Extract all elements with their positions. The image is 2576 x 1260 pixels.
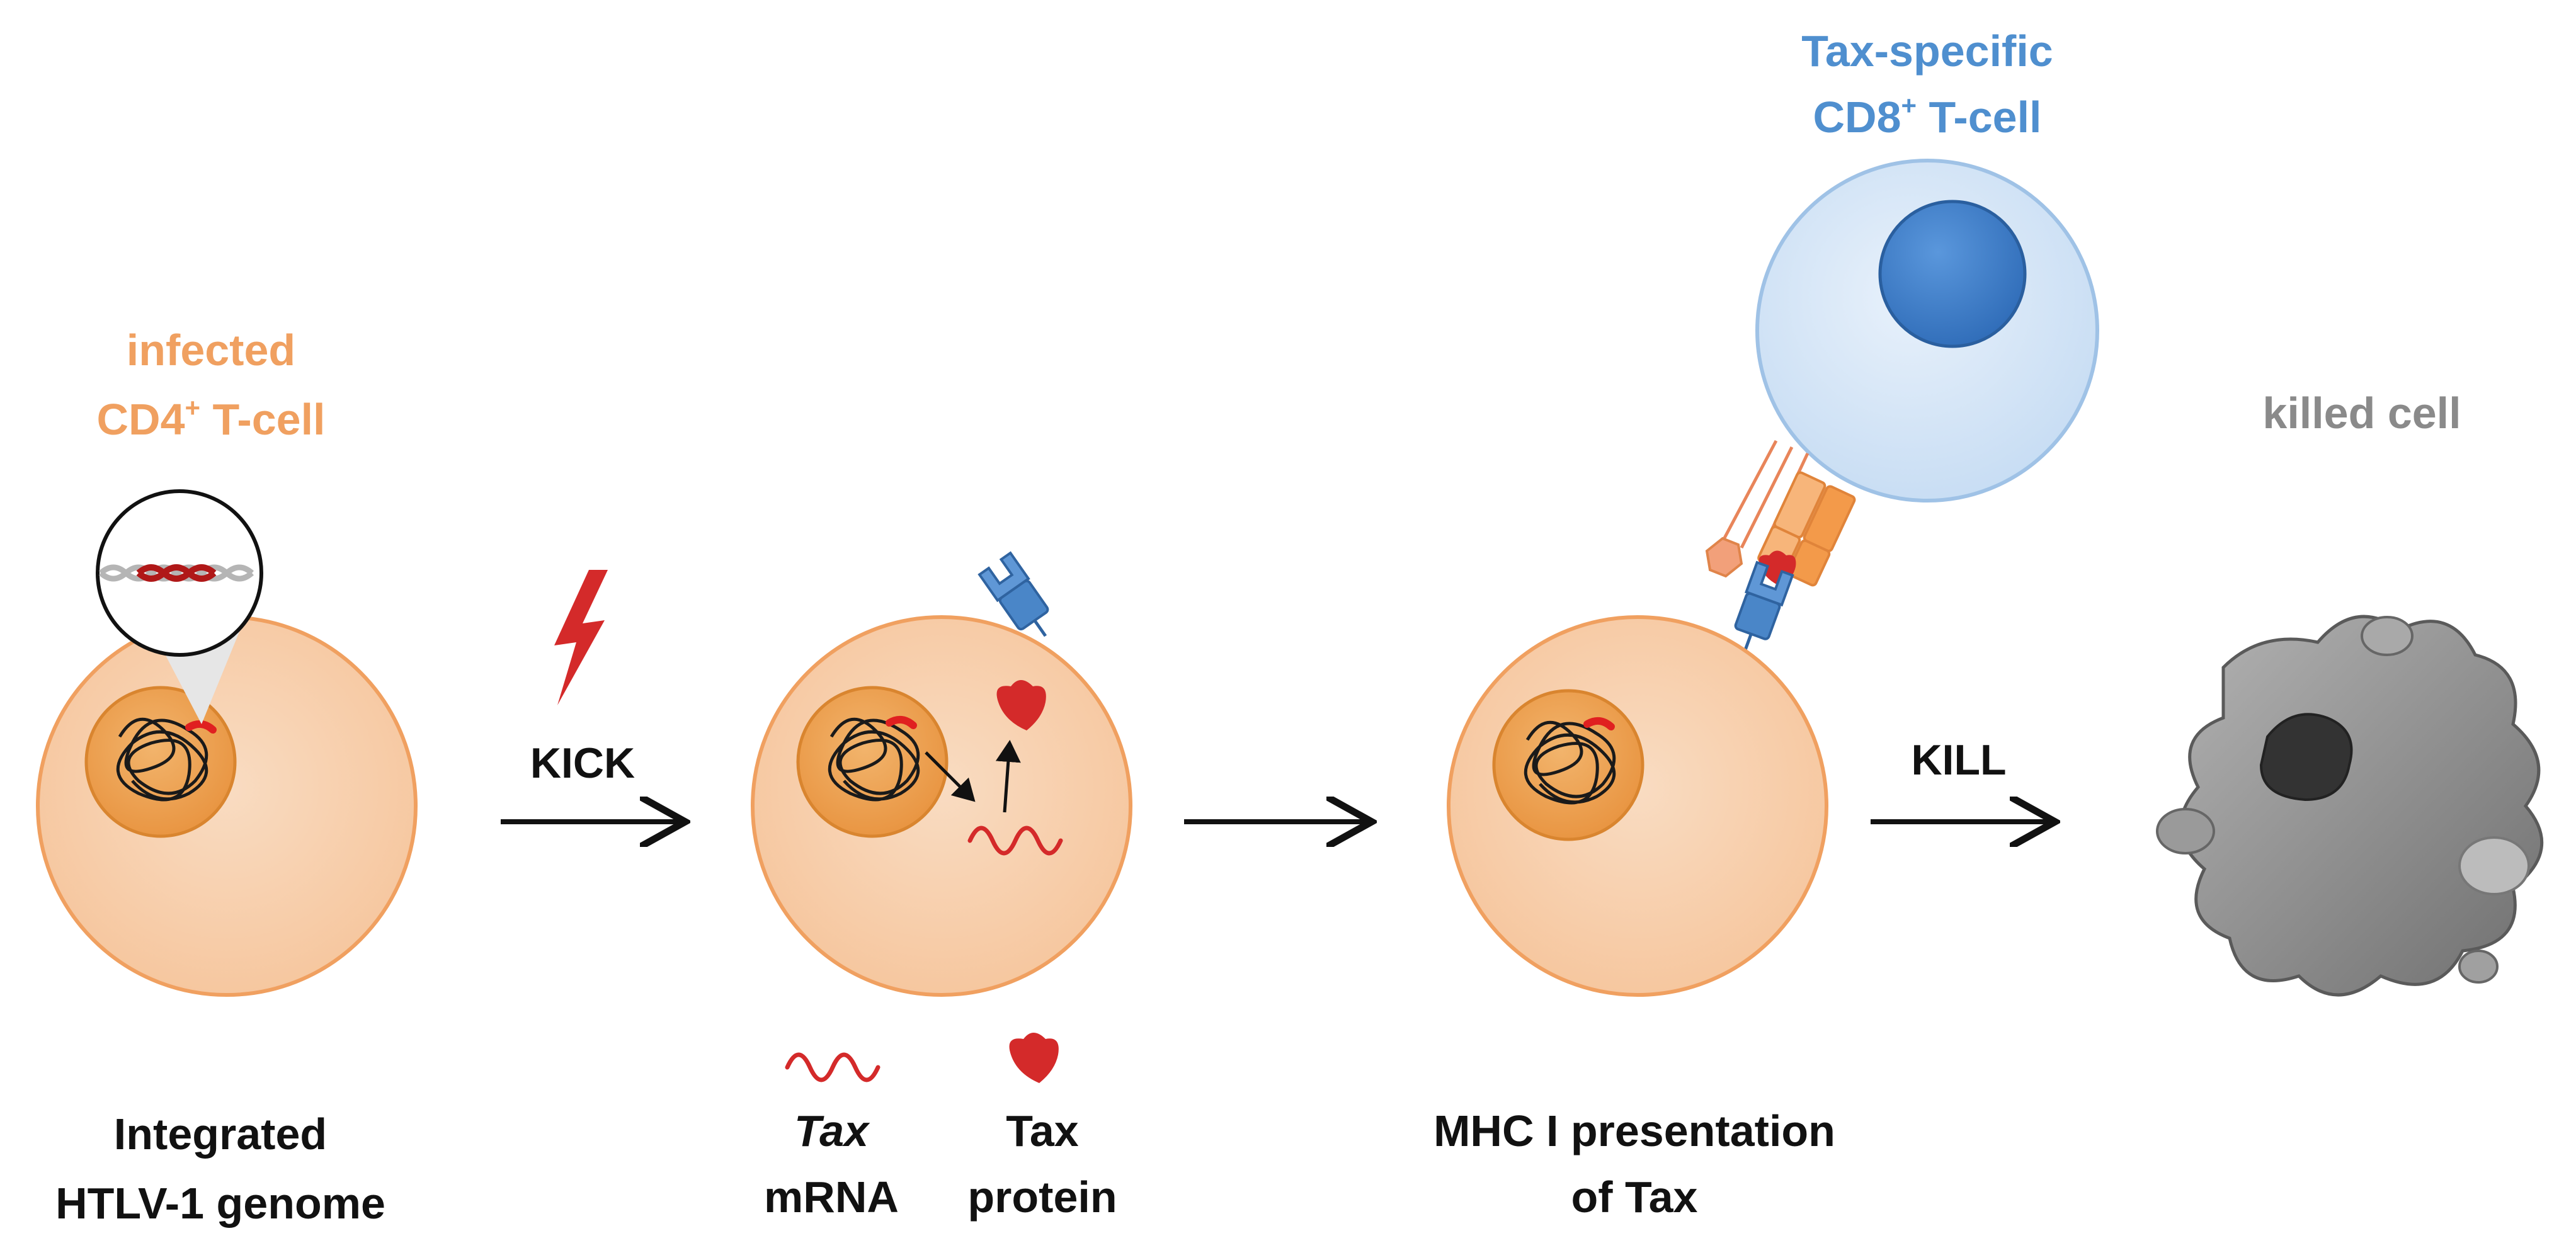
presentation-cell-group: Tax-specific CD8+ T-cell xyxy=(1433,26,2099,1222)
transcription-arrow xyxy=(925,751,976,802)
chromatin-icon xyxy=(116,717,208,802)
tax-mrna-label-line2: mRNA xyxy=(764,1172,899,1222)
cd4-nucleus xyxy=(84,686,237,838)
infected-cell-group: infected CD4+ T-cell Integrated HTLV-1 g… xyxy=(36,326,418,1228)
apoptotic-body-2 xyxy=(2361,616,2414,656)
mhc-receptor-icon-2 xyxy=(1734,560,1794,652)
integrated-label-line1: Integrated xyxy=(114,1110,327,1159)
mhc-label-line1: MHC I presentation xyxy=(1433,1106,1835,1155)
provirus-mark-icon-2 xyxy=(886,715,917,729)
chromatin-icon-3 xyxy=(1524,720,1616,805)
killed-cell-label: killed cell xyxy=(2262,389,2461,438)
condensed-nucleus xyxy=(2259,713,2353,802)
infected-label-line1: infected xyxy=(127,326,295,375)
tax-mrna-label-line1: Tax xyxy=(794,1106,870,1155)
kill-step: KILL xyxy=(1871,736,2050,822)
tax-protein-icon xyxy=(996,680,1046,730)
tax-protein-label-line2: protein xyxy=(967,1172,1117,1222)
provirus-mark-icon-3 xyxy=(1583,717,1615,730)
kick-label: KICK xyxy=(530,739,635,787)
kick-step: KICK xyxy=(501,570,680,822)
cd8-coreceptor-icon xyxy=(1705,536,1743,578)
cd8-nucleus xyxy=(1878,200,2027,348)
mrna-wave-icon xyxy=(967,826,1063,856)
provirus-mark-icon xyxy=(185,720,217,734)
kill-label: KILL xyxy=(1911,736,2006,784)
cd4-cell-body-2 xyxy=(751,615,1132,997)
cd4-cell-body xyxy=(36,615,418,997)
infected-label-line2: CD4+ T-cell xyxy=(97,393,326,444)
mhc-receptor-icon xyxy=(977,551,1049,637)
apoptotic-cell-body xyxy=(2179,615,2544,997)
tax-protein-label-line1: Tax xyxy=(1006,1106,1078,1155)
tax-specific-label-line2: CD8+ T-cell xyxy=(1813,91,2042,142)
cd4-nucleus-3 xyxy=(1492,689,1644,841)
legend-tax-protein-icon xyxy=(1009,1033,1059,1083)
integrated-label-line2: HTLV-1 genome xyxy=(55,1179,385,1228)
apoptotic-body-3 xyxy=(2458,836,2530,895)
cd4-nucleus-2 xyxy=(796,686,949,838)
chromatin-icon-2 xyxy=(828,717,920,802)
killed-cell-group: killed cell xyxy=(2156,389,2544,997)
apoptotic-body-4 xyxy=(2458,950,2499,984)
tax-specific-label-line1: Tax-specific xyxy=(1801,26,2053,76)
mhc-label-line2: of Tax xyxy=(1571,1172,1698,1222)
translation-arrow xyxy=(995,740,1021,813)
legend-mrna-icon xyxy=(785,1052,881,1082)
dna-helix-icon xyxy=(98,564,254,582)
tax-expression-cell-group: Tax mRNA Tax protein xyxy=(751,551,1132,1222)
lightning-bolt-icon xyxy=(554,570,608,705)
apoptotic-body-1 xyxy=(2156,808,2215,854)
